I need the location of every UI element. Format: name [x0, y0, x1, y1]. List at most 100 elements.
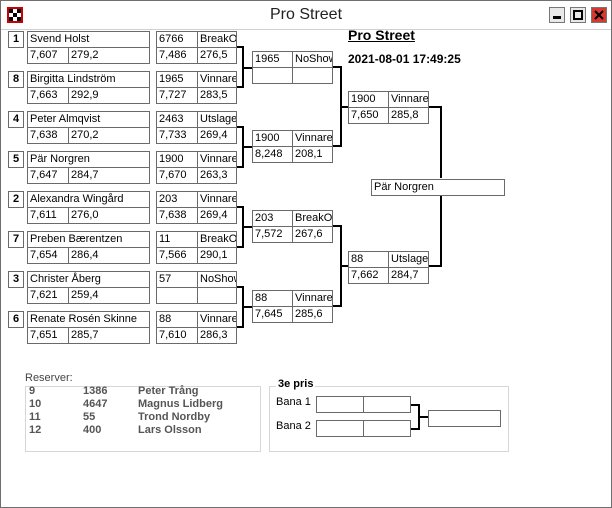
driver-name[interactable]: Pär Norgren: [27, 151, 150, 168]
result-status[interactable]: NoShow: [292, 51, 333, 68]
result-speed[interactable]: 269,4: [197, 207, 237, 224]
speed-value[interactable]: 285,7: [68, 327, 150, 344]
result-status[interactable]: Vinnare: [197, 311, 237, 328]
result-speed[interactable]: 290,1: [197, 247, 237, 264]
speed-value[interactable]: 286,4: [68, 247, 150, 264]
page-title: Pro Street: [348, 27, 415, 43]
result-status[interactable]: Vinnare: [388, 91, 429, 108]
lane2-field-a[interactable]: [316, 420, 364, 437]
result-status[interactable]: Vinnare: [197, 151, 237, 168]
result-number[interactable]: 88: [252, 290, 293, 307]
winner-name[interactable]: Pär Norgren: [371, 179, 505, 196]
reaction-time[interactable]: 7,611: [27, 207, 69, 224]
result-time[interactable]: [252, 67, 293, 84]
speed-value[interactable]: 270,2: [68, 127, 150, 144]
result-time[interactable]: 7,733: [156, 127, 198, 144]
result-status[interactable]: BreakOu: [197, 31, 237, 48]
result-number[interactable]: 1965: [156, 71, 198, 88]
speed-value[interactable]: 259,4: [68, 287, 150, 304]
result-time[interactable]: 7,572: [252, 226, 293, 243]
result-number[interactable]: 203: [252, 210, 293, 227]
result-time[interactable]: 7,662: [348, 267, 389, 284]
result-speed[interactable]: 263,3: [197, 167, 237, 184]
result-speed[interactable]: [292, 67, 333, 84]
result-status[interactable]: Vinnare: [292, 290, 333, 307]
result-status[interactable]: Utslager: [388, 251, 429, 268]
result-status[interactable]: BreakOu: [197, 231, 237, 248]
result-time[interactable]: 7,670: [156, 167, 198, 184]
lane1-field-b[interactable]: [363, 396, 411, 413]
result-status[interactable]: Utslager: [197, 111, 237, 128]
result-speed[interactable]: 285,8: [388, 107, 429, 124]
result-speed[interactable]: 267,6: [292, 226, 333, 243]
third-place-winner[interactable]: [428, 410, 501, 427]
driver-name[interactable]: Alexandra Wingård: [27, 191, 150, 208]
result-number[interactable]: 57: [156, 271, 198, 288]
result-time[interactable]: 7,645: [252, 306, 293, 323]
minimize-button[interactable]: [549, 7, 565, 23]
driver-name[interactable]: Svend Holst: [27, 31, 150, 48]
result-number[interactable]: 1900: [156, 151, 198, 168]
result-speed[interactable]: 276,5: [197, 47, 237, 64]
datetime-label: 2021-08-01 17:49:25: [348, 52, 461, 66]
lane2-label: Bana 2: [276, 420, 311, 432]
result-speed[interactable]: 286,3: [197, 327, 237, 344]
driver-name[interactable]: Renate Rosén Skinne: [27, 311, 150, 328]
result-status[interactable]: NoShow: [197, 271, 237, 288]
result-time[interactable]: 7,727: [156, 87, 198, 104]
speed-value[interactable]: 292,9: [68, 87, 150, 104]
speed-value[interactable]: 279,2: [68, 47, 150, 64]
reaction-time[interactable]: 7,647: [27, 167, 69, 184]
driver-name[interactable]: Preben Bærentzen: [27, 231, 150, 248]
result-time[interactable]: 7,486: [156, 47, 198, 64]
driver-name[interactable]: Birgitta Lindström: [27, 71, 150, 88]
result-number[interactable]: 6766: [156, 31, 198, 48]
reserve-name: Peter Trång: [138, 385, 199, 397]
bracket-line: [242, 306, 252, 308]
result-speed[interactable]: 269,4: [197, 127, 237, 144]
result-time[interactable]: 7,566: [156, 247, 198, 264]
seed-number: 4: [8, 111, 24, 128]
result-status[interactable]: Vinnare: [292, 130, 333, 147]
reserve-name: Trond Nordby: [138, 411, 211, 423]
reaction-time[interactable]: 7,638: [27, 127, 69, 144]
driver-name[interactable]: Peter Almqvist: [27, 111, 150, 128]
bracket-line: [333, 305, 341, 307]
result-number[interactable]: 1900: [348, 91, 389, 108]
result-time[interactable]: 7,650: [348, 107, 389, 124]
reaction-time[interactable]: 7,654: [27, 247, 69, 264]
result-speed[interactable]: 208,1: [292, 146, 333, 163]
bracket-area: Pro Street 2021-08-01 17:49:25 1 Svend H…: [1, 27, 611, 507]
result-speed[interactable]: [197, 287, 237, 304]
result-status[interactable]: Vinnare: [197, 191, 237, 208]
reaction-time[interactable]: 7,607: [27, 47, 69, 64]
close-button[interactable]: [591, 7, 607, 23]
result-status[interactable]: BreakOu: [292, 210, 333, 227]
result-number[interactable]: 203: [156, 191, 198, 208]
reserves-panel: [25, 386, 261, 452]
reaction-time[interactable]: 7,621: [27, 287, 69, 304]
result-speed[interactable]: 285,6: [292, 306, 333, 323]
result-number[interactable]: 1965: [252, 51, 293, 68]
speed-value[interactable]: 276,0: [68, 207, 150, 224]
reaction-time[interactable]: 7,663: [27, 87, 69, 104]
speed-value[interactable]: 284,7: [68, 167, 150, 184]
result-number[interactable]: 1900: [252, 130, 293, 147]
result-speed[interactable]: 284,7: [388, 267, 429, 284]
reaction-time[interactable]: 7,651: [27, 327, 69, 344]
result-time[interactable]: 8,248: [252, 146, 293, 163]
result-time[interactable]: [156, 287, 198, 304]
lane1-field-a[interactable]: [316, 396, 364, 413]
result-time[interactable]: 7,610: [156, 327, 198, 344]
result-status[interactable]: Vinnare: [197, 71, 237, 88]
maximize-button[interactable]: [570, 7, 586, 23]
result-number[interactable]: 88: [156, 311, 198, 328]
result-speed[interactable]: 283,5: [197, 87, 237, 104]
bracket-line: [237, 166, 243, 168]
result-number[interactable]: 2463: [156, 111, 198, 128]
result-number[interactable]: 11: [156, 231, 198, 248]
result-time[interactable]: 7,638: [156, 207, 198, 224]
driver-name[interactable]: Christer Åberg: [27, 271, 150, 288]
result-number[interactable]: 88: [348, 251, 389, 268]
lane2-field-b[interactable]: [363, 420, 411, 437]
